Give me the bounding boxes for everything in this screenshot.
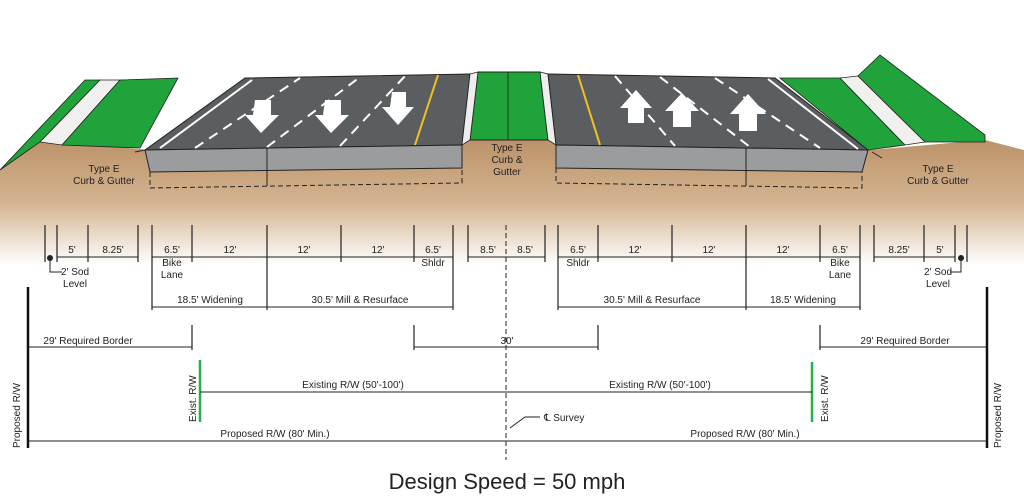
svg-text:30.5' Mill & Resurface: 30.5' Mill & Resurface bbox=[604, 295, 701, 306]
svg-text:Type E: Type E bbox=[88, 164, 119, 175]
svg-text:Curb &: Curb & bbox=[491, 155, 522, 166]
svg-text:29' Required Border: 29' Required Border bbox=[43, 336, 133, 347]
svg-text:30': 30' bbox=[500, 336, 513, 347]
svg-text:Exist. R/W: Exist. R/W bbox=[188, 375, 199, 422]
svg-text:Proposed R/W: Proposed R/W bbox=[12, 382, 23, 448]
svg-text:Exist. R/W: Exist. R/W bbox=[820, 375, 831, 422]
svg-text:Curb & Gutter: Curb & Gutter bbox=[73, 176, 135, 187]
arrow-up-icon bbox=[620, 90, 652, 123]
left-grass-strip bbox=[61, 77, 179, 149]
design-speed-title: Design Speed = 50 mph bbox=[389, 469, 626, 494]
proposed-rw-left: Proposed R/W bbox=[12, 287, 30, 448]
arrow-up-icon bbox=[665, 93, 699, 127]
svg-text:2' Sod: 2' Sod bbox=[61, 267, 89, 278]
svg-text:12': 12' bbox=[776, 245, 789, 256]
existing-rw-right: Exist. R/W bbox=[810, 362, 831, 422]
svg-text:Lane: Lane bbox=[161, 270, 184, 281]
svg-text:8.5': 8.5' bbox=[517, 245, 533, 256]
center-curb-callout: Type E Curb & Gutter bbox=[491, 143, 522, 178]
svg-text:29' Required Border: 29' Required Border bbox=[860, 336, 950, 347]
svg-text:5': 5' bbox=[936, 245, 944, 256]
svg-text:12': 12' bbox=[223, 245, 236, 256]
right-grass-slope bbox=[857, 54, 986, 143]
svg-text:Type E: Type E bbox=[491, 143, 522, 154]
svg-text:Bike: Bike bbox=[830, 258, 850, 269]
arrow-down-icon bbox=[245, 100, 279, 133]
svg-text:18.5' Widening: 18.5' Widening bbox=[770, 295, 836, 306]
svg-text:6.5': 6.5' bbox=[832, 245, 848, 256]
svg-text:12': 12' bbox=[371, 245, 384, 256]
svg-text:Shldr: Shldr bbox=[566, 258, 590, 269]
svg-text:6.5': 6.5' bbox=[570, 245, 586, 256]
proposed-rw-span-right: Proposed R/W (80' Min.) bbox=[690, 429, 799, 440]
survey-label: ℄ Survey bbox=[543, 413, 584, 424]
svg-text:Curb & Gutter: Curb & Gutter bbox=[907, 176, 969, 187]
arrow-up-icon bbox=[730, 94, 766, 131]
svg-text:30.5' Mill & Resurface: 30.5' Mill & Resurface bbox=[312, 295, 409, 306]
svg-text:Lane: Lane bbox=[829, 270, 852, 281]
svg-text:6.5': 6.5' bbox=[164, 245, 180, 256]
dimension-row: 5' 8.25' 6.5' 12' 12' 12' 6.5' 8.5' 8.5'… bbox=[44, 225, 968, 460]
svg-text:12': 12' bbox=[628, 245, 641, 256]
left-curb-callout: Type E Curb & Gutter bbox=[73, 149, 146, 187]
left-pavement-slab bbox=[144, 144, 463, 173]
svg-text:8.25': 8.25' bbox=[102, 245, 123, 256]
svg-text:Bike: Bike bbox=[162, 258, 182, 269]
existing-rw-label-left: Existing R/W (50'-100') bbox=[302, 380, 404, 391]
span-row: 18.5' Widening 30.5' Mill & Resurface 30… bbox=[152, 295, 860, 308]
svg-text:2' Sod: 2' Sod bbox=[924, 267, 952, 278]
svg-text:Level: Level bbox=[926, 279, 950, 290]
proposed-rw-right: Proposed R/W bbox=[985, 287, 1004, 448]
svg-text:Gutter: Gutter bbox=[493, 167, 521, 178]
svg-text:12': 12' bbox=[297, 245, 310, 256]
svg-text:Level: Level bbox=[63, 279, 87, 290]
svg-text:8.25': 8.25' bbox=[888, 245, 909, 256]
existing-rw-label-right: Existing R/W (50'-100') bbox=[609, 380, 711, 391]
right-curb-callout: Type E Curb & Gutter bbox=[871, 151, 970, 187]
arrow-down-icon bbox=[315, 100, 349, 133]
left-roadway bbox=[143, 73, 471, 151]
median bbox=[469, 71, 549, 141]
arrow-down-icon bbox=[382, 92, 414, 125]
svg-text:Shldr: Shldr bbox=[421, 258, 445, 269]
proposed-rw-span-left: Proposed R/W (80' Min.) bbox=[220, 429, 329, 440]
svg-text:Type E: Type E bbox=[922, 164, 953, 175]
svg-text:18.5' Widening: 18.5' Widening bbox=[177, 295, 243, 306]
svg-text:12': 12' bbox=[702, 245, 715, 256]
right-pavement-slab bbox=[555, 144, 869, 173]
svg-text:Proposed R/W: Proposed R/W bbox=[993, 382, 1004, 448]
svg-text:6.5': 6.5' bbox=[425, 245, 441, 256]
svg-text:5': 5' bbox=[68, 245, 76, 256]
existing-rw-left: Exist. R/W bbox=[188, 360, 202, 422]
svg-text:8.5': 8.5' bbox=[480, 245, 496, 256]
border-row: 29' Required Border 30' 29' Required Bor… bbox=[28, 325, 987, 350]
